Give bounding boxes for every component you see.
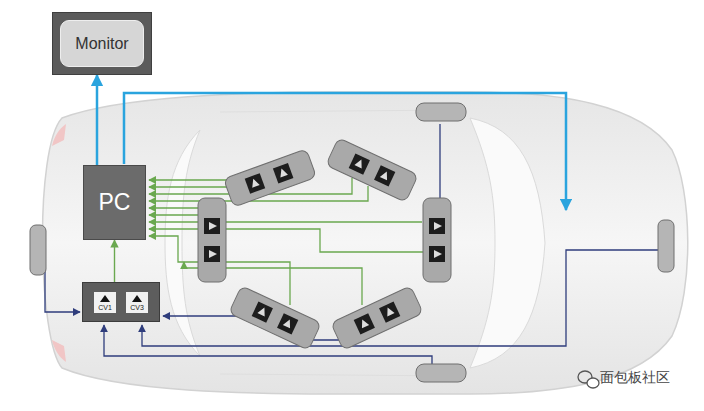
node-label: PC: [99, 189, 131, 216]
blue-display-line: [124, 93, 566, 210]
navy-sensor-lines: [45, 124, 660, 366]
radar-modules: [198, 138, 451, 350]
monitor-box: Monitor: [52, 12, 152, 75]
node-label: CV3: [126, 292, 148, 313]
node-label: Monitor: [60, 20, 144, 67]
connector-arrow: [96, 75, 99, 165]
car-body: [42, 92, 687, 394]
node-label: CV1: [94, 292, 116, 313]
pc-box: PC: [83, 165, 146, 240]
watermark: 面包板社区: [600, 369, 670, 387]
connector-arrow: [114, 240, 115, 282]
camera-interface-box: CV1 CV3: [82, 282, 160, 322]
wechat-icon: [578, 371, 599, 388]
external-sensors: [30, 103, 674, 382]
green-video-lines: [149, 178, 425, 305]
